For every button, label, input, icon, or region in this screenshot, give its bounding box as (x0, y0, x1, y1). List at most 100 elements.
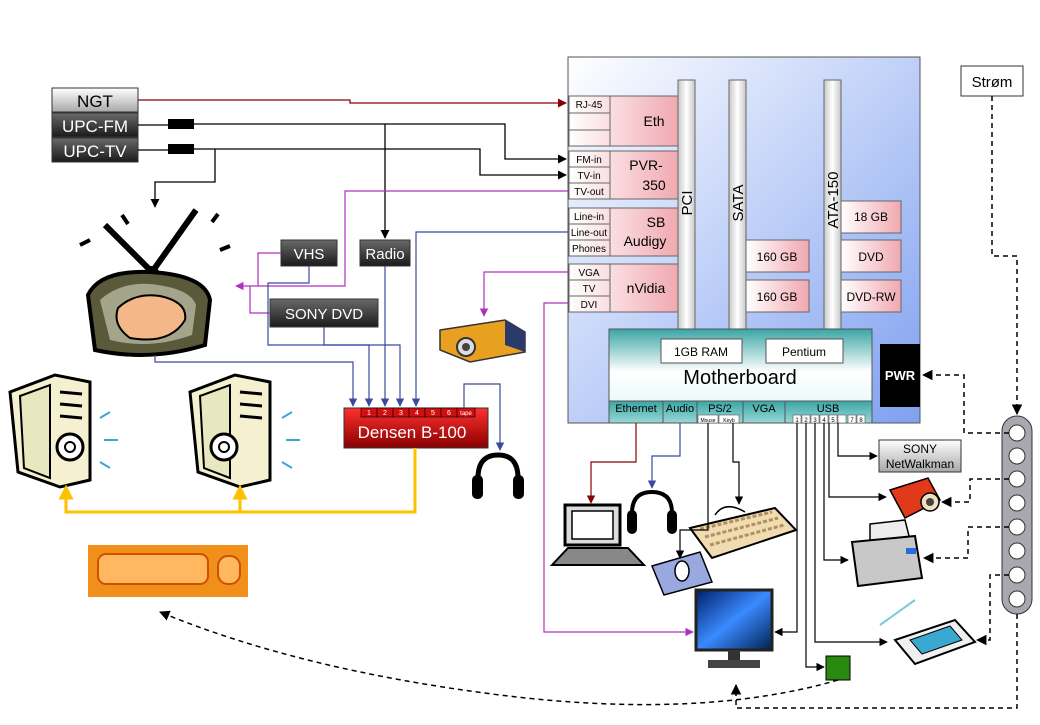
camera-icon (888, 477, 942, 520)
wire-vhs-amp (267, 266, 369, 346)
sb-port-phones: Phones (572, 244, 606, 255)
fm-splitter (168, 119, 194, 129)
printer-icon (850, 519, 924, 588)
wire-tv-out (235, 190, 568, 291)
wire-tv-set (150, 149, 216, 208)
svg-text:UPC-FM: UPC-FM (62, 117, 128, 136)
svg-text:1GB RAM: 1GB RAM (674, 345, 728, 359)
svg-text:Strøm: Strøm (972, 74, 1013, 91)
svg-text:18 GB: 18 GB (854, 210, 888, 224)
joystick-keyboard-icon (88, 545, 248, 597)
svg-text:8: 8 (859, 418, 863, 424)
ram-module (660, 338, 743, 364)
sony-dvd-box: SONY DVD (269, 298, 379, 328)
svg-text:3: 3 (813, 418, 817, 424)
pvr-port-fm-in: FM-in (576, 155, 602, 166)
sb-port-line-in: Line-in (574, 212, 604, 223)
mb-port-ethernet: Ethernet (615, 403, 657, 415)
wire-usb-scanner (814, 423, 888, 647)
svg-text:Pentium: Pentium (782, 345, 826, 359)
wire-power-pwr (921, 369, 1009, 434)
svg-text:DVD: DVD (858, 250, 884, 264)
svg-text:160 GB: 160 GB (757, 290, 798, 304)
mb-port-audio: Audio (666, 403, 694, 415)
tv-splitter (168, 144, 194, 154)
pvr-card-label-2: 350 (642, 177, 666, 193)
densen-amplifier: 1 2 3 4 5 6 tape Densen B-100 (343, 407, 489, 449)
vhs-box: VHS (280, 239, 338, 267)
amp-input-1: 1 (367, 410, 371, 417)
wire-power-printer (922, 526, 1009, 564)
amp-input-5: 5 (431, 410, 435, 417)
pci-bus-label: PCI (679, 190, 696, 215)
motherboard: 1GB RAM Pentium Motherboard Ethernet Aud… (608, 328, 873, 424)
usb-port-slots: 1 2 3 4 5 7 8 (792, 414, 866, 424)
ata-drive-dvd-rw: DVD-RW (840, 279, 902, 313)
wire-line-out-amp (411, 231, 568, 407)
power-strip (1001, 415, 1033, 615)
svg-text:UPC-TV: UPC-TV (63, 142, 127, 161)
amp-input-4: 4 (415, 410, 419, 417)
ps2-keyb-port: Keyb (723, 418, 735, 424)
ata-drive-dvd: DVD (840, 239, 902, 273)
speaker-right-icon (188, 373, 300, 489)
sony-netwalkman: SONY NetWalkman (878, 439, 962, 473)
pwr-label: PWR (885, 368, 916, 383)
eth-card: RJ-45 Eth (568, 95, 680, 147)
wire-dvd-tv (249, 286, 270, 314)
keyboard-icon (688, 506, 798, 560)
wire-ps2-mouse (675, 423, 709, 559)
svg-text:SONY DVD: SONY DVD (285, 306, 363, 323)
svg-text:SONY: SONY (903, 442, 937, 456)
svg-text:NGT: NGT (77, 92, 113, 111)
ata-drive-18gb: 18 GB (840, 200, 902, 234)
wire-ps2-keyboard (732, 423, 744, 505)
svg-text:2: 2 (804, 418, 808, 424)
mb-port-vga: VGA (752, 403, 776, 415)
svg-text:DVD-RW: DVD-RW (846, 290, 896, 304)
eth-card-label: Eth (643, 113, 664, 129)
wire-usb-green (805, 423, 825, 672)
power-supply: PWR (880, 344, 920, 407)
svg-text:Radio: Radio (365, 246, 404, 263)
eth-port-rj45: RJ-45 (576, 100, 603, 111)
wire-fm (138, 123, 566, 159)
usb-device-icon (825, 655, 851, 681)
wire-ethernet-laptop (586, 423, 637, 504)
tv-icon (79, 208, 231, 357)
headset-icon (627, 489, 677, 534)
amp-input-6: 6 (447, 410, 451, 417)
svg-text:NetWalkman: NetWalkman (886, 457, 954, 471)
ata-bus-label: ATA-150 (825, 172, 842, 229)
wire-tv-amp (154, 355, 358, 407)
radio-box: Radio (359, 239, 411, 267)
wire-power-scanner (975, 574, 1009, 646)
wire-usb-monitor (774, 423, 798, 637)
wire-usb-camera (828, 423, 887, 502)
svg-text:7: 7 (850, 418, 854, 424)
nvidia-port-tv: TV (583, 284, 596, 295)
cpu (765, 338, 844, 364)
sb-card-label-1: SB (647, 214, 666, 230)
sata-drive-2: 160 GB (745, 279, 810, 313)
wire-ngt-rj45 (138, 98, 567, 108)
wire-power-monitor (730, 614, 1018, 709)
speaker-left-icon (8, 373, 118, 489)
pvr-port-tv-out: TV-out (574, 187, 604, 198)
source-upc-tv: UPC-TV (51, 137, 139, 163)
amp-input-3: 3 (399, 410, 403, 417)
sata-bus-label: SATA (730, 185, 747, 222)
power-source-strom: Strøm (960, 65, 1024, 97)
svg-text:1: 1 (795, 418, 799, 424)
wire-strom-strip (991, 96, 1023, 416)
wire-audio-headset (647, 423, 681, 489)
nvidia-port-dvi: DVI (581, 300, 598, 311)
ps2-mouse-port: Mouse (700, 418, 715, 424)
nvidia-card: VGA TV DVI nVidia (568, 263, 680, 313)
source-upc-fm: UPC-FM (51, 112, 139, 138)
wire-usb-netwalkman (837, 423, 878, 461)
pvr-card-label-1: PVR- (629, 157, 663, 173)
laptop-icon (549, 503, 647, 566)
scanner-icon (879, 599, 977, 666)
